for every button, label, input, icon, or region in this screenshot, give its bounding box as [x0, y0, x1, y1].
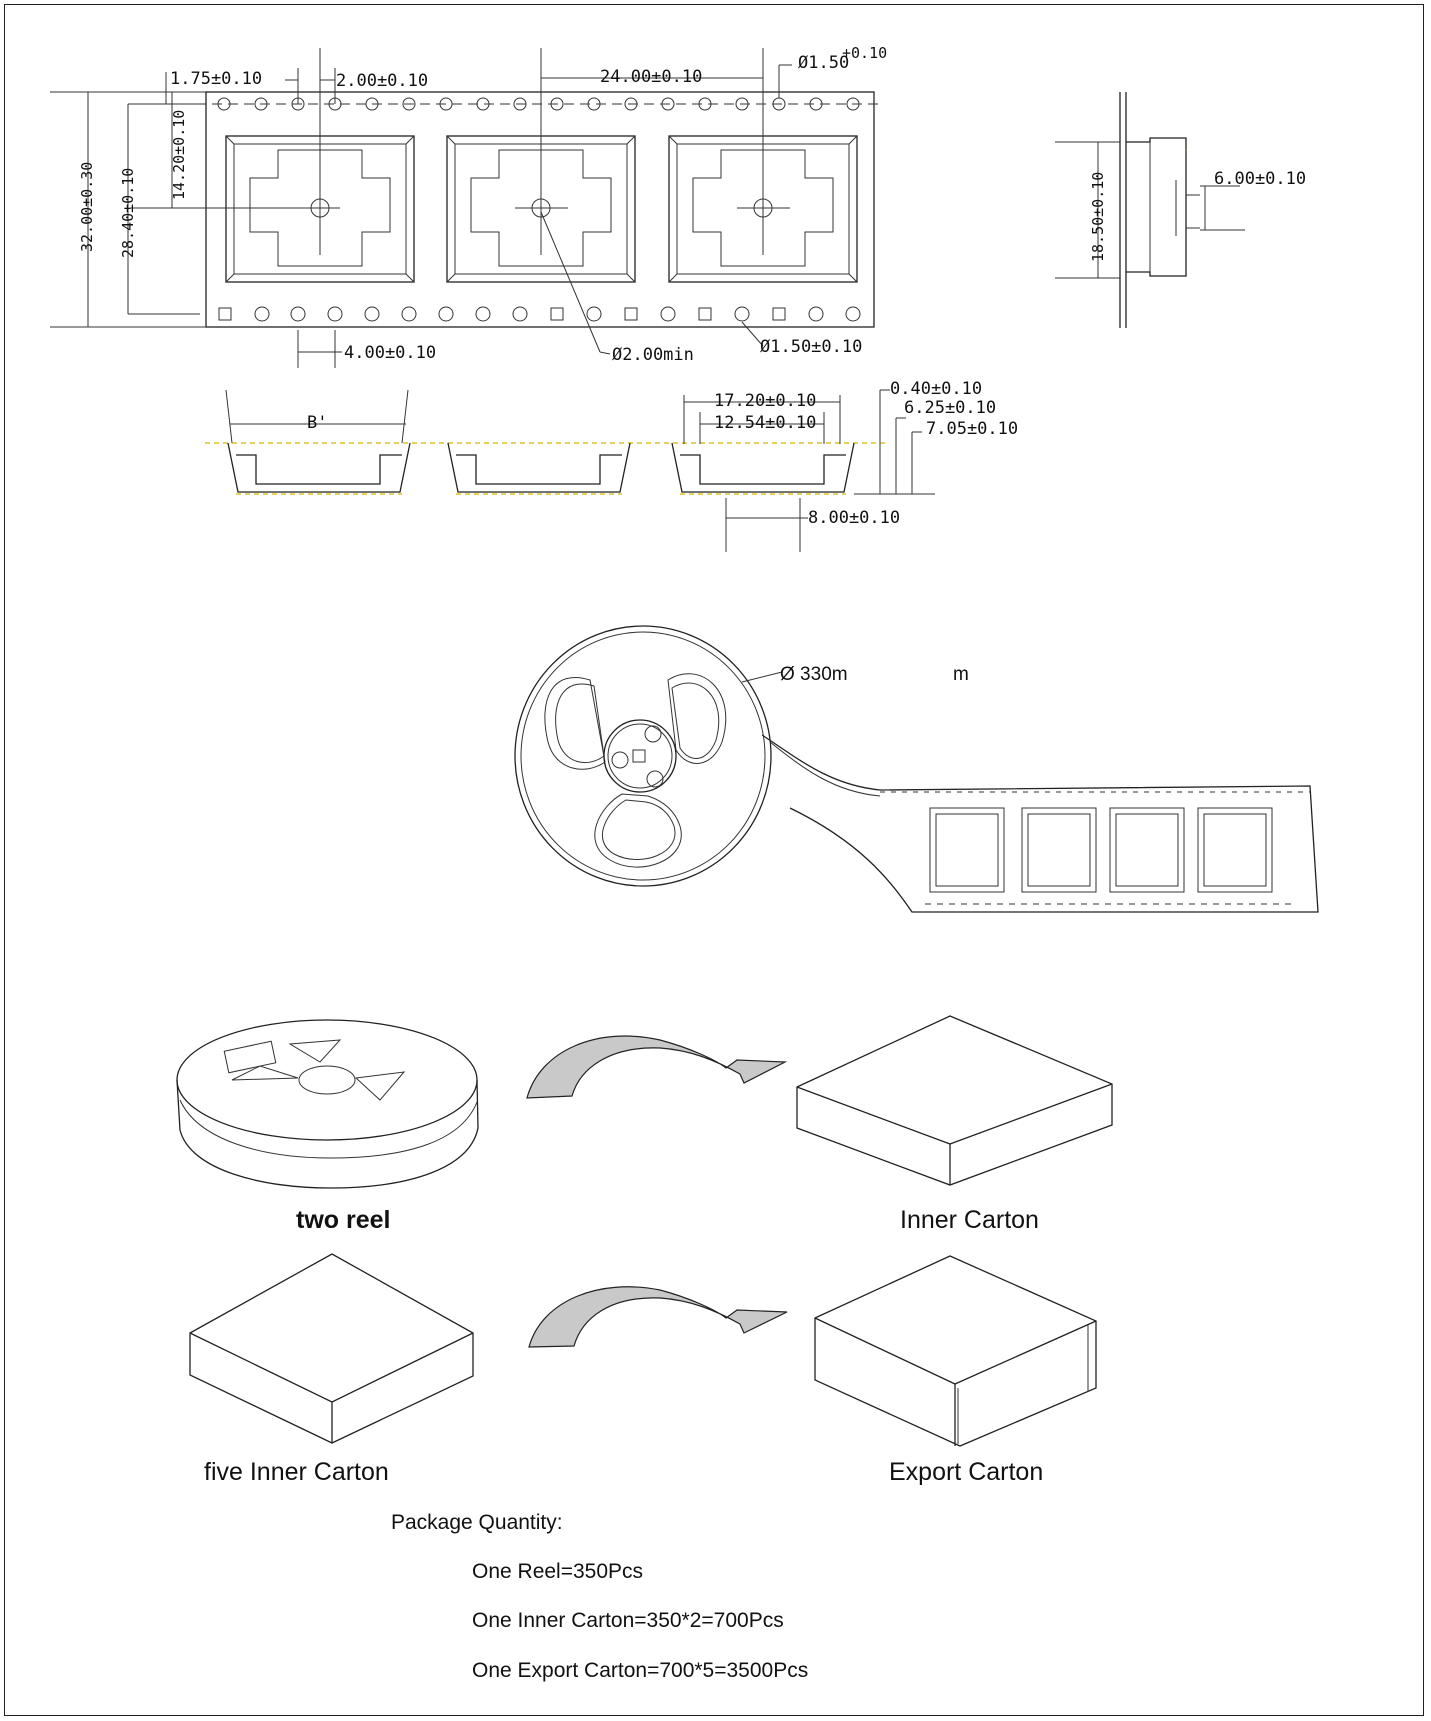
dim-17-20: 17.20±0.10: [714, 391, 816, 411]
dim-12-54: 12.54±0.10: [714, 413, 816, 433]
label-inner-carton: Inner Carton: [900, 1206, 1039, 1234]
package-export-qty: One Export Carton=700*5=3500Pcs: [472, 1659, 809, 1682]
bottom-holes: [218, 306, 861, 322]
dim-1-50: Ø1.50±0.10: [760, 337, 862, 357]
arrow-2-icon: [528, 1286, 788, 1348]
carrier-tape-side-view: [1055, 92, 1245, 328]
dim-0-40: 0.40±0.10: [890, 379, 982, 399]
section-pocket-2: [447, 442, 631, 493]
dim-2-00: 2.00±0.10: [336, 71, 428, 91]
dim-32-00: 32.00±0.30: [78, 162, 96, 252]
dim-4-00: 4.00±0.10: [344, 343, 436, 363]
dimension-lines: [50, 64, 792, 368]
export-carton-box: [814, 1255, 1097, 1447]
label-two-reel: two reel: [296, 1206, 391, 1234]
dim-14-20: 14.20±0.10: [170, 110, 188, 200]
label-five-inner-carton: five Inner Carton: [204, 1458, 389, 1486]
dim-2-00min: Ø2.00min: [612, 345, 694, 365]
arrow-1-icon: [526, 1035, 788, 1099]
package-quantity-title: Package Quantity:: [391, 1511, 563, 1534]
package-reel-qty: One Reel=350Pcs: [472, 1560, 644, 1583]
label-export-carton: Export Carton: [889, 1458, 1044, 1486]
inner-carton-box: [796, 1015, 1113, 1186]
reel-stack-drawing: [176, 1019, 479, 1189]
dim-hole-diameter: Ø1.50: [798, 53, 849, 73]
reel-drawing: [514, 625, 1319, 913]
dim-18-50: 18.50±0.10: [1089, 172, 1107, 262]
carrier-tape-top-view: [50, 48, 880, 368]
package-inner-qty: One Inner Carton=350*2=700Pcs: [472, 1609, 784, 1632]
dim-24-00: 24.00±0.10: [600, 67, 702, 87]
page-frame: [4, 4, 1424, 1716]
section-pocket-1: [227, 442, 411, 493]
dim-7-05: 7.05±0.10: [926, 419, 1018, 439]
reel-diameter-suffix: m: [953, 664, 969, 685]
dim-28-40: 28.40±0.10: [119, 168, 137, 258]
carrier-tape-cross-section: [205, 389, 935, 552]
dim-6-25: 6.25±0.10: [904, 398, 996, 418]
dim-8-00: 8.00±0.10: [808, 508, 900, 528]
dim-hole-tolerance: +0.10: [842, 44, 887, 62]
section-pocket-3: [671, 442, 855, 493]
dim-b-prime: B': [307, 413, 327, 433]
reel-diameter-label: Ø 330m: [780, 664, 848, 685]
five-inner-carton-box: [189, 1253, 474, 1444]
dim-6-00: 6.00±0.10: [1214, 169, 1306, 189]
dim-1-75: 1.75±0.10: [170, 69, 262, 89]
center-lines: [130, 48, 790, 255]
sprocket-holes-top: [196, 97, 880, 111]
